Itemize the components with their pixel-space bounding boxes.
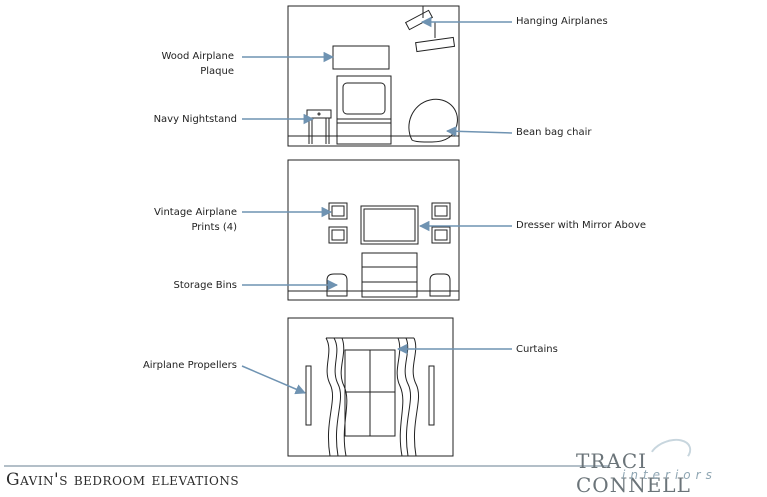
brand-name: TRACI CONNELL (576, 449, 691, 497)
elevation-3 (287, 317, 454, 457)
window-drawing (344, 349, 396, 437)
label-airplane-propellers: Airplane Propellers (142, 360, 237, 371)
callout-propellers (241, 365, 306, 395)
callout-bean-bag (445, 126, 513, 137)
wood-plaque-drawing (332, 45, 390, 70)
label-wood-plaque-line2: Plaque (200, 66, 234, 77)
page-title: Gavin's bedroom elevations (6, 470, 240, 490)
elevation-2 (287, 159, 460, 301)
hanging-airplanes-drawing (404, 6, 456, 53)
wall-outline-2 (287, 159, 460, 301)
dresser-drawing (361, 252, 418, 298)
label-vintage-prints-line1: Vintage Airplane (154, 207, 237, 218)
curtains-drawing (325, 337, 420, 457)
bean-bag-drawing (408, 98, 458, 143)
label-bean-bag: Bean bag chair (516, 127, 592, 138)
mirror-drawing (360, 205, 419, 245)
label-storage-bins: Storage Bins (173, 280, 238, 291)
label-navy-nightstand: Navy Nightstand (153, 114, 237, 125)
wall-outline-3 (287, 317, 454, 457)
label-curtains: Curtains (516, 344, 558, 355)
propeller-right (428, 365, 435, 426)
wall-outline-1 (287, 5, 460, 147)
label-dresser: Dresser with Mirror Above (516, 220, 647, 231)
propeller-left (305, 365, 312, 426)
label-vintage-prints-line2: Prints (4) (191, 222, 237, 233)
label-hanging-airplanes: Hanging Airplanes (516, 16, 608, 27)
storage-bin-right (429, 273, 451, 297)
chair-drawing (336, 75, 392, 145)
nightstand-drawing (306, 109, 332, 144)
storage-bin-left (326, 273, 348, 297)
callout-lines (241, 16, 513, 395)
label-wood-plaque-line1: Wood Airplane (161, 51, 234, 62)
brand-subtitle: interiors (622, 468, 717, 482)
elevation-1 (287, 5, 460, 147)
